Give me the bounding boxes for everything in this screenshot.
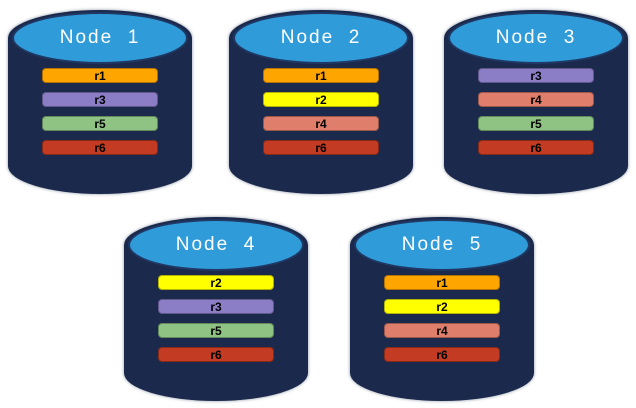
replica-bar: r6 <box>158 347 274 362</box>
cylinder-top: Node 2 <box>233 12 409 64</box>
replica-bar: r6 <box>42 140 158 155</box>
replica-bar: r2 <box>263 92 379 107</box>
node-2: Node 2 r1 r2 r4 r6 <box>229 10 413 194</box>
replica-list: r2 r3 r5 r6 <box>158 275 274 362</box>
replica-list: r1 r3 r5 r6 <box>42 68 158 155</box>
node-title: Node 4 <box>175 234 257 255</box>
node-1: Node 1 r1 r3 r5 r6 <box>8 10 192 194</box>
replica-bar: r1 <box>384 275 500 290</box>
cylinder-top: Node 4 <box>128 219 304 271</box>
replica-list: r1 r2 r4 r6 <box>263 68 379 155</box>
node-3: Node 3 r3 r4 r5 r6 <box>444 10 628 194</box>
replica-bar: r6 <box>263 140 379 155</box>
replica-bar: r4 <box>384 323 500 338</box>
replica-bar: r6 <box>478 140 594 155</box>
node-4: Node 4 r2 r3 r5 r6 <box>124 217 308 401</box>
replica-bar: r2 <box>384 299 500 314</box>
replica-bar: r3 <box>42 92 158 107</box>
cylinder-top: Node 1 <box>12 12 188 64</box>
node-title: Node 5 <box>401 234 483 255</box>
replica-bar: r2 <box>158 275 274 290</box>
node-5: Node 5 r1 r2 r4 r6 <box>350 217 534 401</box>
replica-bar: r3 <box>158 299 274 314</box>
replica-bar: r4 <box>478 92 594 107</box>
cylinder-top: Node 5 <box>354 219 530 271</box>
node-title: Node 3 <box>495 27 577 48</box>
replica-bar: r3 <box>478 68 594 83</box>
replica-list: r1 r2 r4 r6 <box>384 275 500 362</box>
replica-list: r3 r4 r5 r6 <box>478 68 594 155</box>
node-title: Node 2 <box>280 27 362 48</box>
node-title: Node 1 <box>59 27 141 48</box>
replica-bar: r5 <box>42 116 158 131</box>
replica-bar: r5 <box>478 116 594 131</box>
replica-bar: r4 <box>263 116 379 131</box>
replica-bar: r1 <box>263 68 379 83</box>
replica-bar: r6 <box>384 347 500 362</box>
cylinder-top: Node 3 <box>448 12 624 64</box>
replica-bar: r5 <box>158 323 274 338</box>
replica-bar: r1 <box>42 68 158 83</box>
